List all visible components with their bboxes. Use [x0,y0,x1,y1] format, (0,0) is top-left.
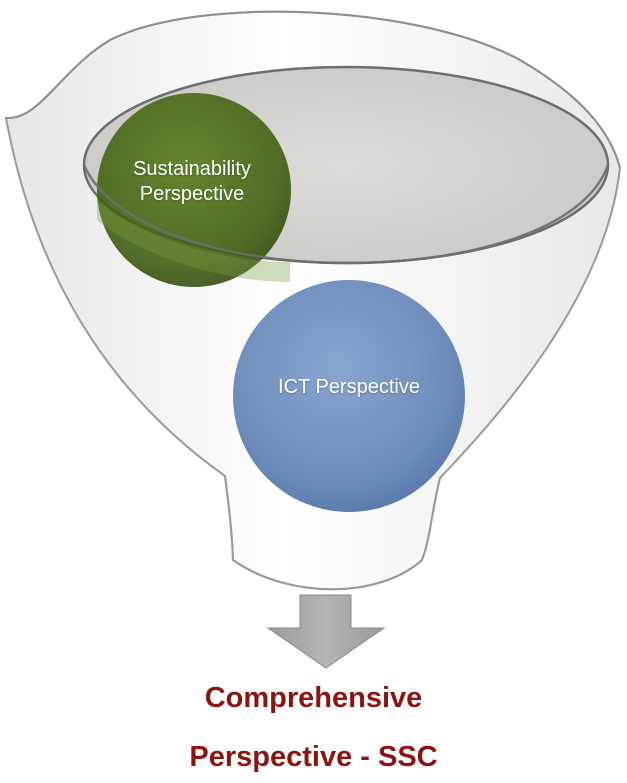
funnel-spout [224,475,441,591]
sustainability-bubble [97,93,291,287]
sustainability-label-line2: Perspective [139,183,245,205]
result-title-line1: Comprehensive [204,682,423,714]
sustainability-label-line1: Sustainability [133,158,251,180]
ict-bubble [233,280,465,512]
funnel-mouth-front-edge [82,164,610,265]
down-arrow-icon [266,594,386,669]
funnel-top-rim [5,10,621,169]
result-title-line2: Perspective - SSC [189,741,438,773]
ict-label: ICT Perspective [222,375,476,400]
sustainability-label: Sustainability Perspective [112,157,272,207]
ict-label-text: ICT Perspective [278,376,420,398]
funnel-mouth-front-shade [97,200,290,282]
